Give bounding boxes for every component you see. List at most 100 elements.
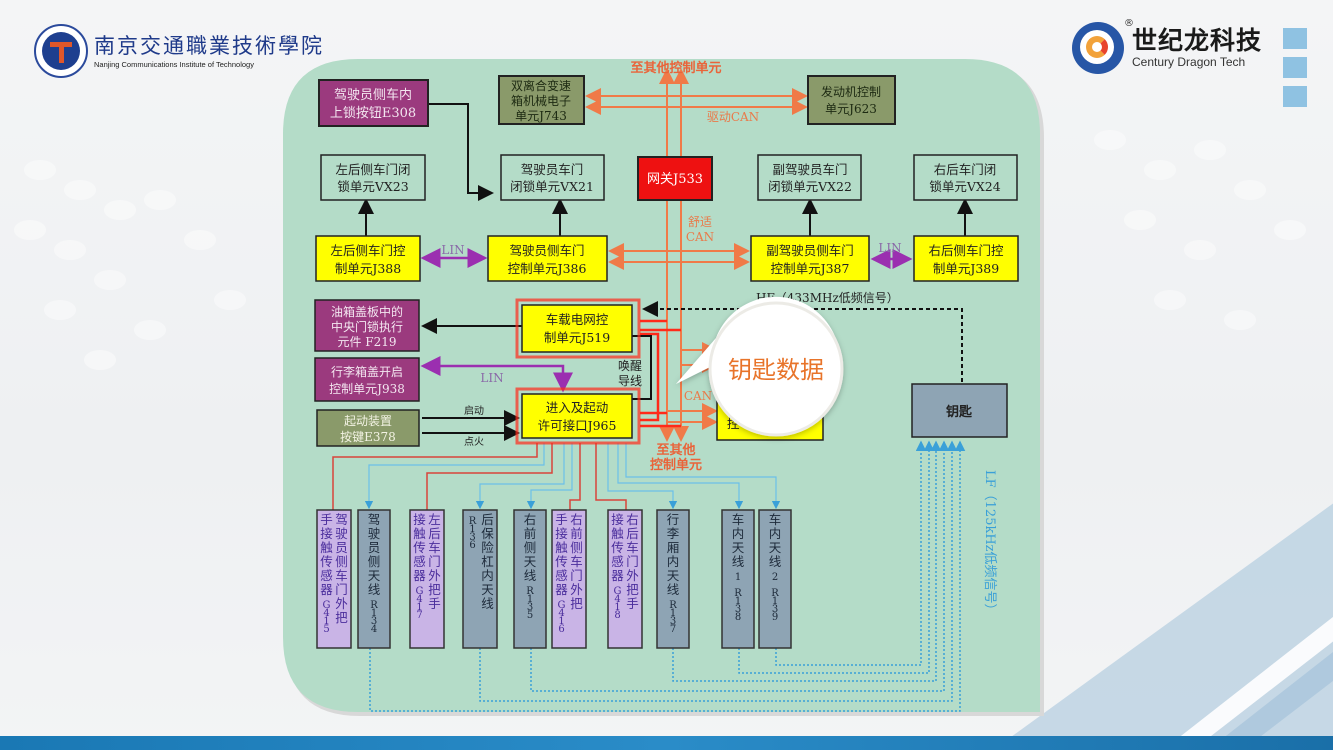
bottom-box-r136-text-0: 后保险杠内天线 <box>481 512 494 611</box>
brand-name-cn: 世纪龙科技 <box>1132 26 1263 55</box>
box-j386-line2: 控制单元J386 <box>508 261 587 276</box>
box-vx23: 左后侧车门闭 锁单元VX23 <box>320 154 426 201</box>
box-j388: 左后侧车门控 制单元J388 <box>315 235 421 282</box>
school-name-cn: 南京交通職業技術學院 <box>94 33 324 58</box>
label-to-other-units-bottom-1: 至其他 <box>656 442 695 458</box>
bottom-box-r137-rect <box>656 509 690 649</box>
box-j743-line1: 双离合变速 <box>511 78 571 93</box>
box-j388-line1: 左后侧车门控 <box>330 243 406 258</box>
box-f219-line2: 中央门锁执行 <box>331 319 403 334</box>
box-vx22-line2: 闭锁单元VX22 <box>768 179 852 194</box>
box-e308-line2: 上锁按钮E308 <box>330 105 416 121</box>
box-e308-line1: 驾驶员侧车内 <box>334 87 412 103</box>
label-ignition: 点火 <box>464 436 484 448</box>
box-j965-line2: 许可接口J965 <box>538 418 617 433</box>
box-vx21-line1: 驾驶员车门 <box>521 162 584 177</box>
box-vx21-line2: 闭锁单元VX21 <box>510 179 594 194</box>
bottom-box-r134-rect <box>357 509 391 649</box>
bottom-box-g415-rect <box>316 509 352 649</box>
box-vx24-line2: 锁单元VX24 <box>929 179 1000 194</box>
decorative-squares <box>1283 28 1307 115</box>
bottom-box-r135-rect <box>513 509 547 649</box>
can-bus-diagram: 驾驶员侧车内 上锁按钮E308 双离合变速 箱机械电子 单元J743 发动机控制… <box>283 59 1044 716</box>
box-j938-line2: 控制单元J938 <box>329 382 405 396</box>
box-vx23-line2: 锁单元VX23 <box>337 179 408 194</box>
box-j743-line3: 单元J743 <box>515 109 567 123</box>
brand-logo: 世纪龙科技 Century Dragon Tech <box>1072 22 1262 74</box>
label-can-lower: CAN <box>684 389 712 403</box>
box-j743-line2: 箱机械电子 <box>511 93 571 108</box>
box-j623: 发动机控制 单元J623 <box>807 75 896 125</box>
label-wake-1: 唤醒 <box>618 359 642 373</box>
box-vx21: 驾驶员车门 闭锁单元VX21 <box>500 154 605 201</box>
box-j386-line1: 驾驶员侧车门 <box>509 243 584 258</box>
bottom-box-g416-rect <box>551 509 587 649</box>
label-to-other-units-bottom-2: 控制单元 <box>650 457 702 473</box>
box-vx22-line1: 副驾驶员车门 <box>772 162 847 177</box>
box-f219: 油箱盖板中的 中央门锁执行 元件 F219 <box>314 299 420 352</box>
school-name-en: Nanjing Communications Institute of Tech… <box>94 59 254 69</box>
box-f219-line3: 元件 F219 <box>337 335 396 349</box>
box-j938: 行李箱盖开启 控制单元J938 <box>314 357 420 402</box>
bottom-box-g415-text-0: 驾驶员侧车门外把 <box>335 512 348 625</box>
box-j519-line1: 车载电网控 <box>546 312 609 327</box>
bottom-box-g418-rect <box>607 509 643 649</box>
box-j965: 进入及起动 许可接口J965 <box>515 387 641 445</box>
label-comfort-can-1: 舒适 <box>688 215 712 229</box>
bottom-box-r136-rect <box>462 509 498 649</box>
box-e378-line2: 按键E378 <box>340 430 396 444</box>
box-e378: 起动装置 按键E378 <box>316 409 420 447</box>
box-j389-line2: 制单元J389 <box>933 261 999 276</box>
brand-name-en: Century Dragon Tech <box>1132 55 1246 69</box>
school-logo: 南京交通職業技術學院 Nanjing Communications Instit… <box>34 24 324 78</box>
label-lin-left: LIN <box>441 243 464 257</box>
box-j387-line2: 控制单元J387 <box>771 261 850 276</box>
box-key: 钥匙 <box>911 383 1008 438</box>
box-j519: 车载电网控 制单元J519 <box>515 298 641 359</box>
box-gateway-j533: 网关J533 <box>637 156 713 201</box>
label-drive-can: 驱动CAN <box>707 110 759 124</box>
dragon-logo-icon <box>1072 22 1124 74</box>
bottom-box-g416-text-0: 右前侧车门外把 <box>570 512 583 611</box>
registered-mark: ® <box>1124 18 1134 29</box>
box-j965-line1: 进入及起动 <box>546 400 609 415</box>
box-f219-line1: 油箱盖板中的 <box>331 304 403 319</box>
box-j938-line1: 行李箱盖开启 <box>331 364 403 379</box>
box-j387-line1: 副驾驶员侧车门 <box>766 243 854 258</box>
bottom-box-g417-rect <box>409 509 445 649</box>
school-emblem-icon <box>34 24 88 78</box>
label-lin-lower: LIN <box>480 371 503 385</box>
box-vx22: 副驾驶员车门 闭锁单元VX22 <box>757 154 862 201</box>
label-comfort-can-2: CAN <box>686 230 714 244</box>
box-key-label: 钥匙 <box>946 404 973 420</box>
box-j533-label: 网关J533 <box>647 172 703 187</box>
box-e308: 驾驶员侧车内 上锁按钮E308 <box>318 79 429 127</box>
label-lin-right: LIN <box>878 241 901 255</box>
bottom-box-r139-rect <box>758 509 792 649</box>
bottom-box-g417-text-0: 左后车门外把手 <box>428 512 441 611</box>
box-j389: 右后侧车门控 制单元J389 <box>913 235 1019 282</box>
callout-text: 钥匙数据 <box>728 356 824 384</box>
box-j623-line1: 发动机控制 <box>821 84 881 99</box>
box-j386: 驾驶员侧车门 控制单元J386 <box>487 235 608 282</box>
